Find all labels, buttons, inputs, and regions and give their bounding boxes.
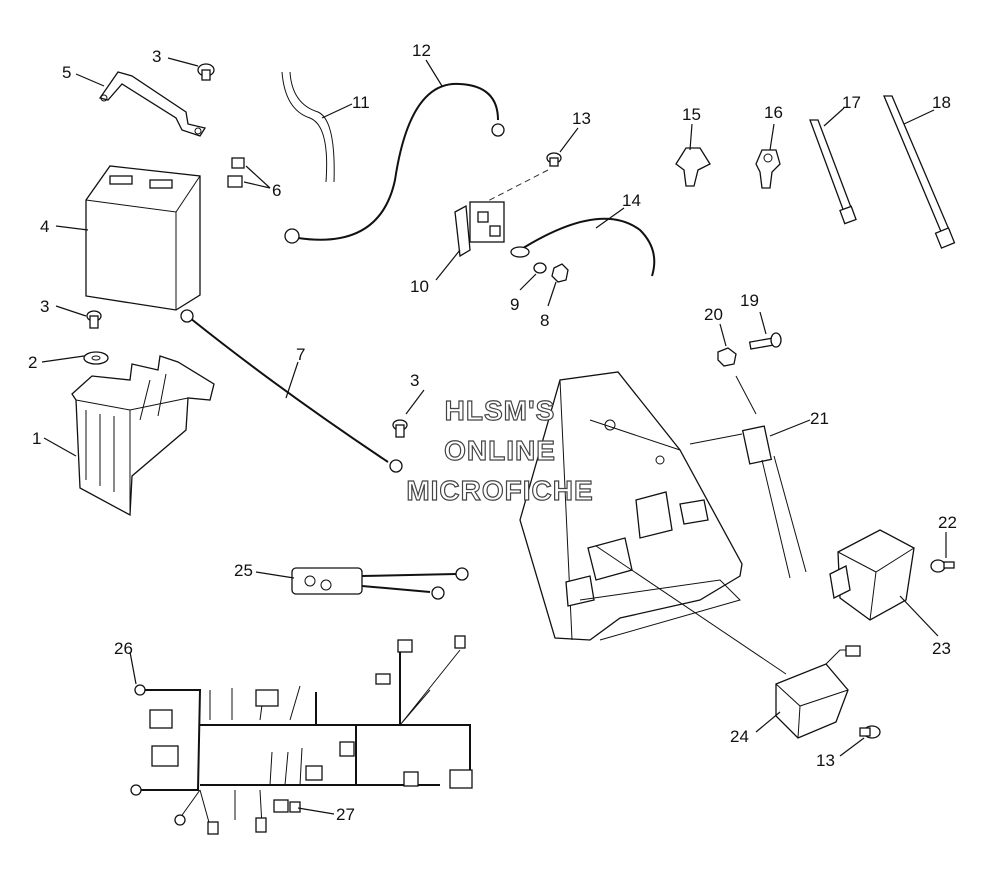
module-24 bbox=[775, 645, 861, 739]
callout-10: 10 bbox=[410, 277, 429, 296]
screw-22 bbox=[930, 559, 955, 573]
callout-3-top: 3 bbox=[152, 47, 161, 66]
callout-25: 25 bbox=[234, 561, 253, 580]
callout-16: 16 bbox=[764, 103, 783, 122]
battery-box bbox=[71, 355, 215, 517]
watermark-line-1: HLSM'S bbox=[445, 395, 556, 426]
callout-23: 23 bbox=[932, 639, 951, 658]
callout-3-left: 3 bbox=[40, 297, 49, 316]
callout-labels: 1 2 3 3 3 4 5 6 7 8 9 10 11 12 13 13 14 … bbox=[28, 41, 957, 824]
callout-4: 4 bbox=[40, 217, 49, 236]
battery bbox=[85, 165, 201, 311]
callout-18: 18 bbox=[932, 93, 951, 112]
nut-6 bbox=[227, 157, 245, 188]
callout-12: 12 bbox=[412, 41, 431, 60]
bolt-3-left bbox=[86, 310, 102, 329]
watermark-line-3: MICROFICHE bbox=[406, 475, 593, 506]
cable-tie-18 bbox=[883, 95, 956, 249]
nut-20 bbox=[717, 347, 737, 367]
bolt-13-lower bbox=[859, 725, 881, 739]
battery-bracket bbox=[98, 71, 207, 137]
module-21 bbox=[741, 425, 807, 579]
cable-25 bbox=[291, 567, 469, 600]
callout-8: 8 bbox=[540, 311, 549, 330]
bolt-3-middle bbox=[392, 419, 408, 438]
callout-22: 22 bbox=[938, 513, 957, 532]
callout-15: 15 bbox=[682, 105, 701, 124]
callout-27: 27 bbox=[336, 805, 355, 824]
callout-2: 2 bbox=[28, 353, 37, 372]
module-23 bbox=[829, 529, 915, 621]
callout-1: 1 bbox=[32, 429, 41, 448]
callout-13-top: 13 bbox=[572, 109, 591, 128]
callout-17: 17 bbox=[842, 93, 861, 112]
cable-14 bbox=[510, 217, 656, 277]
callout-3-middle: 3 bbox=[410, 371, 419, 390]
clip-16 bbox=[755, 149, 781, 189]
bolt-19 bbox=[748, 332, 782, 350]
washer-9 bbox=[533, 262, 547, 274]
cable-12 bbox=[284, 82, 505, 244]
callout-20: 20 bbox=[704, 305, 723, 324]
callout-13-lower: 13 bbox=[816, 751, 835, 770]
leader-lines bbox=[41, 57, 947, 815]
clip-15 bbox=[675, 147, 711, 187]
callout-21: 21 bbox=[810, 409, 829, 428]
bolt-3-top bbox=[197, 63, 215, 81]
callout-6: 6 bbox=[272, 181, 281, 200]
watermark-line-2: ONLINE bbox=[444, 435, 556, 466]
callout-11: 11 bbox=[352, 93, 370, 112]
watermark: HLSM'S ONLINE MICROFICHE bbox=[406, 394, 594, 506]
callout-24: 24 bbox=[730, 727, 749, 746]
connector-27 bbox=[273, 799, 301, 813]
callout-26: 26 bbox=[114, 639, 133, 658]
solenoid-10 bbox=[454, 201, 505, 258]
callout-7: 7 bbox=[296, 345, 305, 364]
cable-7 bbox=[180, 309, 403, 473]
bolt-13-top bbox=[546, 152, 562, 167]
nut-8 bbox=[551, 263, 569, 283]
callout-19: 19 bbox=[740, 291, 759, 310]
callout-14: 14 bbox=[622, 191, 641, 210]
wiring-harness-26 bbox=[130, 635, 473, 835]
mounting-panel bbox=[519, 371, 743, 641]
callout-5: 5 bbox=[62, 63, 71, 82]
callout-9: 9 bbox=[510, 295, 519, 314]
vent-tube-11 bbox=[281, 71, 335, 183]
washer-2 bbox=[83, 351, 109, 365]
cable-tie-17 bbox=[809, 119, 857, 225]
